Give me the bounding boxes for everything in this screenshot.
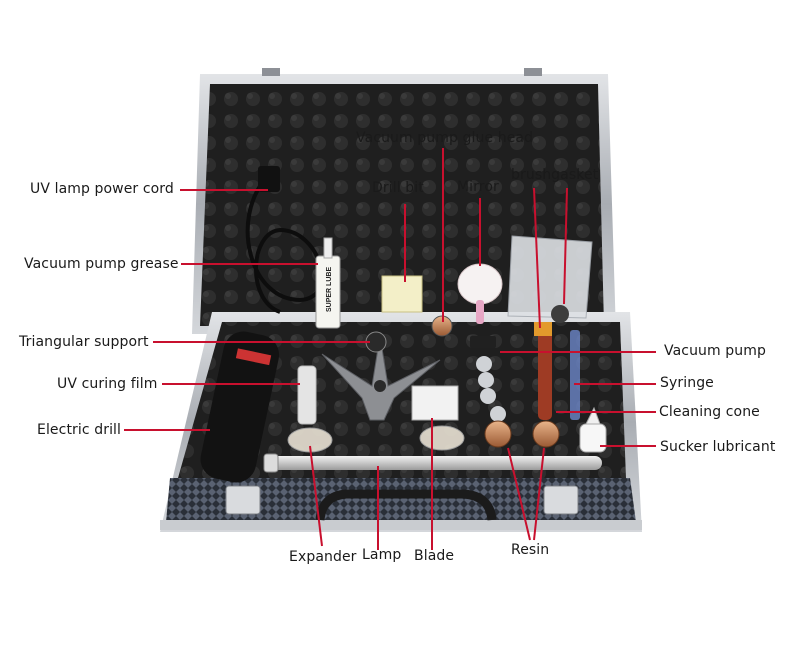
grease-tube: SUPER LUBE: [315, 237, 341, 329]
label-vacuum-pump: Vacuum pump: [664, 343, 766, 359]
case-base: [160, 312, 642, 532]
uv-lamp: [272, 456, 602, 470]
brush: [538, 330, 552, 420]
label-uv-curing-film: UV curing film: [57, 376, 158, 392]
uv-curing-film: [297, 365, 317, 425]
mirror: [457, 263, 503, 324]
label-vacuum-pump-grease: Vacuum pump grease: [24, 256, 179, 272]
label-sucker-lubricant: Sucker lubricant: [660, 439, 776, 455]
label-blade: Blade: [414, 548, 455, 564]
leader-lines: [124, 148, 656, 550]
lubricant-bottle: [579, 406, 607, 453]
label-vacuum-pump-glue-head: Vacuum pump glue head: [356, 130, 534, 146]
power-plug: [258, 166, 280, 192]
label-lamp: Lamp: [362, 547, 402, 563]
label-drill-bit: Drill bit: [372, 180, 424, 196]
syringe-body: [570, 330, 580, 420]
electric-drill: [200, 331, 280, 483]
label-triangular-support: Triangular support: [19, 334, 149, 350]
expander-disc-2: [419, 425, 465, 451]
label-electric-drill: Electric drill: [37, 422, 122, 438]
label-brushgasket: brushgasket: [511, 167, 599, 183]
vacuum-pump-parts: [470, 336, 506, 422]
resin-cup: [484, 420, 512, 448]
blade-box: [411, 385, 459, 421]
drill-bit-card: [381, 275, 423, 313]
triangular-support: [321, 331, 441, 421]
label-cleaning-cone: Cleaning cone: [659, 404, 760, 420]
resin-cup-2: [532, 420, 560, 448]
gasket: [551, 305, 569, 323]
label-mirror: Mirror: [457, 179, 499, 195]
label-uv-lamp-power-cord: UV lamp power cord: [30, 181, 174, 197]
grease-tube-label: SUPER LUBE: [326, 267, 333, 312]
label-syringe: Syringe: [660, 375, 714, 391]
label-expander: Expander: [289, 549, 357, 565]
label-resin: Resin: [511, 542, 550, 558]
gasket-bag: [507, 235, 593, 319]
